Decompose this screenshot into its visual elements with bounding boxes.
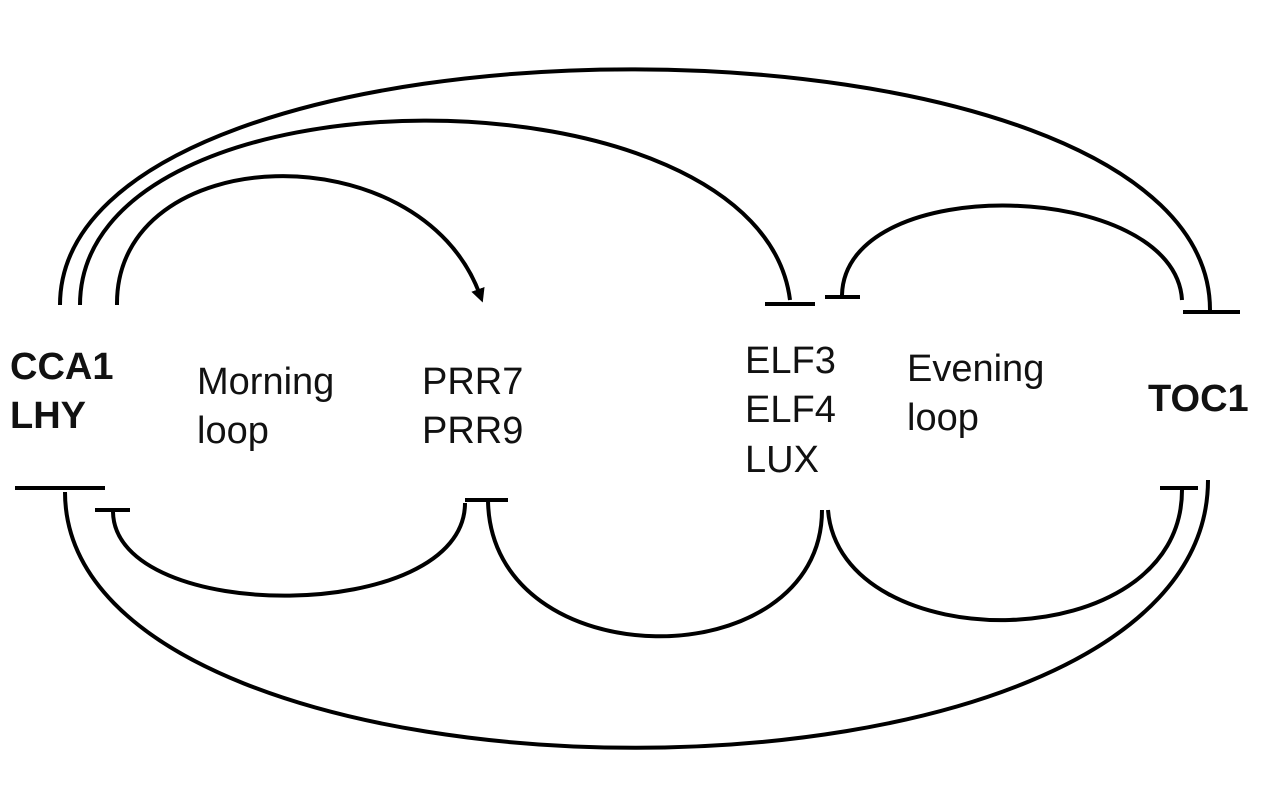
evening-loop-label: Evening loop	[907, 345, 1044, 444]
node-lux-label: LUX	[745, 438, 819, 481]
node-cca1-label: CCA1	[10, 346, 114, 388]
evening-loop-line1: Evening	[907, 348, 1045, 390]
edge-toc1-to-cca1-repression	[63, 479, 1210, 750]
node-elf3-label: ELF3	[745, 340, 836, 382]
node-evening-complex: ELF3 ELF4 LUX	[745, 337, 836, 485]
node-cca1-lhy: CCA1 LHY	[10, 343, 113, 442]
node-lhy-label: LHY	[10, 395, 86, 438]
node-prr7-label: PRR7	[422, 361, 524, 403]
evening-loop-line2: loop	[907, 397, 979, 440]
edge-toc1-to-elf-repression	[840, 203, 1184, 301]
edge-cca1-to-elf-repression	[78, 118, 792, 306]
edge-elf-to-toc1-repression	[826, 489, 1184, 622]
edge-cca1-to-prr-activation	[114, 174, 485, 306]
edge-elf-to-prr-repression	[486, 499, 824, 639]
node-toc1: TOC1	[1148, 375, 1249, 424]
node-prr9-label: PRR9	[422, 410, 524, 453]
morning-loop-line1: Morning	[197, 361, 335, 403]
morning-loop-label: Morning loop	[197, 358, 334, 457]
node-toc1-label: TOC1	[1148, 378, 1249, 420]
morning-loop-line2: loop	[197, 410, 269, 453]
edge-prr-to-cca1-repression	[111, 502, 467, 598]
node-elf4-label: ELF4	[745, 389, 836, 432]
edge-cca1-to-toc1-repression	[58, 67, 1212, 311]
node-prr7-prr9: PRR7 PRR9	[422, 358, 523, 457]
